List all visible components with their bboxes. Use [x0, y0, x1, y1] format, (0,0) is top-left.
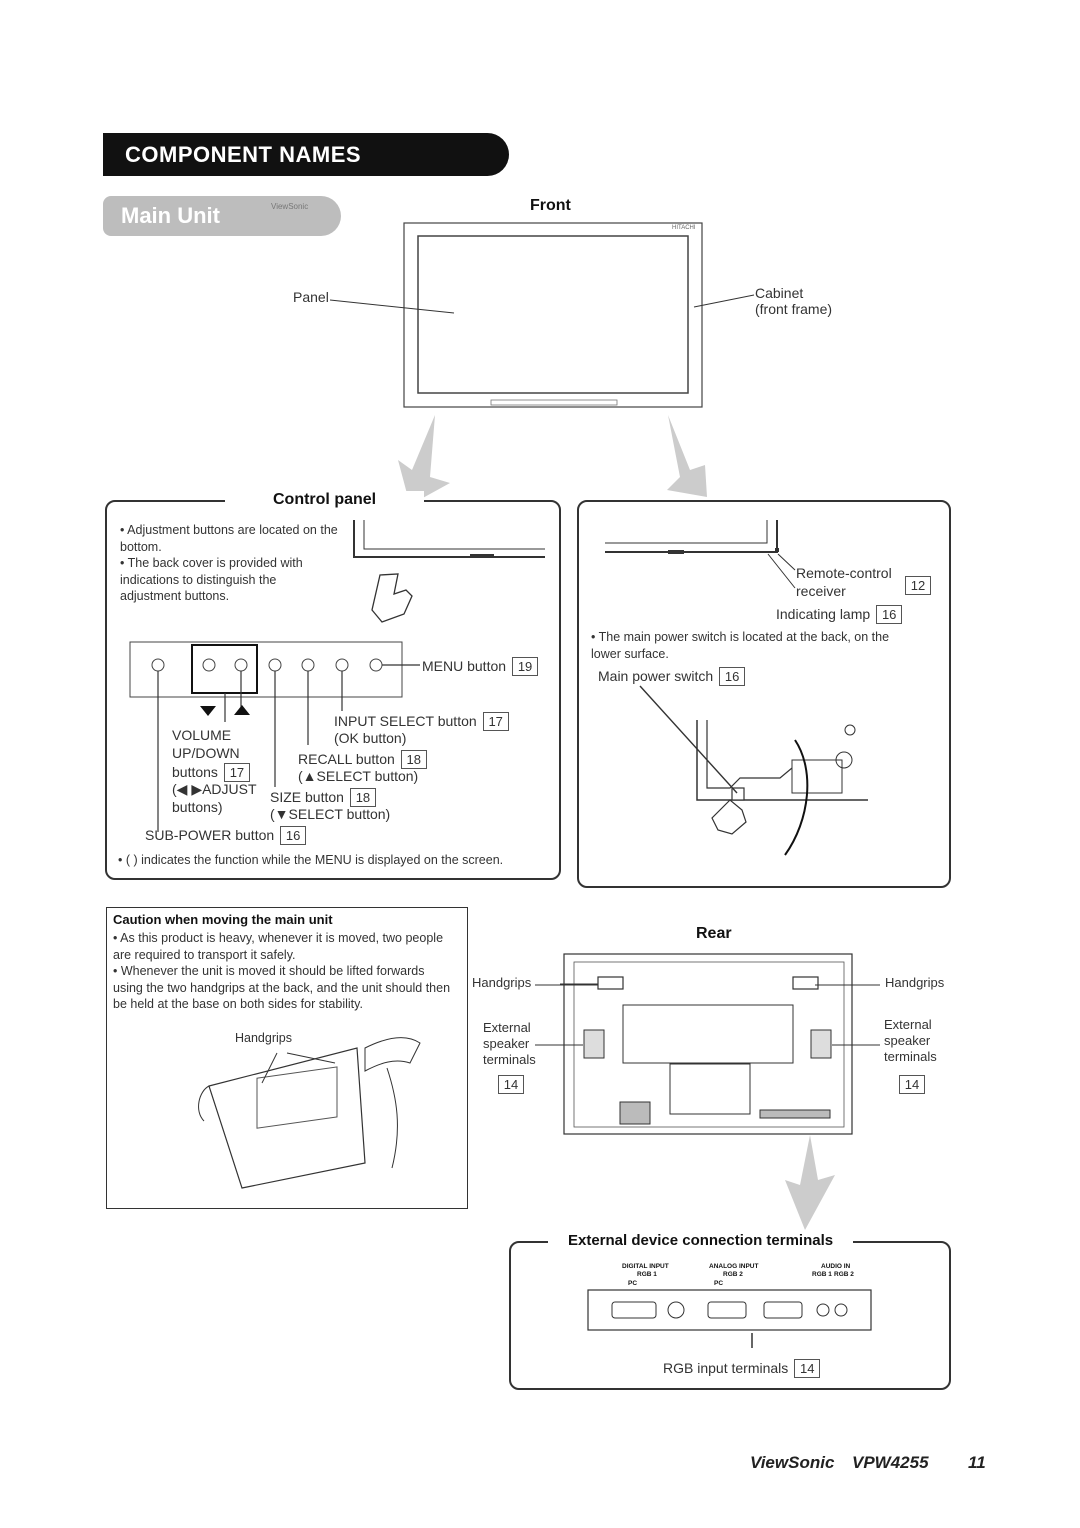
rear-handgrips-right: Handgrips: [885, 975, 945, 990]
sub-power-text: SUB-POWER button: [145, 827, 275, 843]
size-page-ref: 18: [349, 788, 376, 807]
audio-rgb2-label: RGB 2: [834, 1271, 854, 1278]
caution-bullet-1: • As this product is heavy, whenever it …: [113, 931, 444, 962]
volume-label-3: buttons 17: [172, 763, 250, 782]
menu-button-label: MENU button 19: [422, 657, 539, 676]
cabinet-label-2: (front frame): [755, 301, 833, 317]
front-brand-small: ViewSonic: [271, 202, 309, 211]
digital-input-label: DIGITAL INPUT: [622, 1263, 669, 1270]
cp-bullet-2-text: The back cover is provided with indicati…: [120, 556, 303, 603]
terminals-heading: External device connection terminals: [548, 1232, 854, 1249]
rgb-page-ref: 14: [794, 1359, 821, 1378]
ext-right-3: terminals: [884, 1049, 937, 1064]
front-corner-mark: HITACHI: [672, 225, 696, 231]
control-panel-footnote: • ( ) indicates the function while the M…: [118, 853, 504, 867]
panel-label: Panel: [293, 289, 329, 305]
rear-page-ref-left: 14: [498, 1075, 524, 1094]
indicating-lamp-label: Indicating lamp 16: [776, 605, 903, 624]
front-illustration: [329, 222, 755, 505]
volume-label-1: VOLUME: [172, 727, 232, 743]
section-title: COMPONENT NAMES: [125, 142, 362, 167]
right-panel-box: [577, 500, 951, 888]
analog-input-label: ANALOG INPUT: [709, 1263, 759, 1270]
caution-box: Caution when moving the main unit • As t…: [106, 907, 468, 1209]
cp-bullet-1-text: Adjustment buttons are located on the bo…: [120, 523, 338, 554]
recall-label: RECALL button 18: [298, 750, 427, 769]
power-switch-note: • The main power switch is located at th…: [591, 630, 890, 661]
caution-bullet-2: • Whenever the unit is moved it should b…: [113, 964, 451, 1011]
pc1-label: PC: [628, 1280, 638, 1287]
indicating-lamp-text: Indicating lamp: [776, 606, 871, 622]
rgb1-label: RGB 1: [637, 1271, 657, 1278]
footer-page-number: 11: [968, 1453, 986, 1472]
remote-page-ref: 12: [905, 576, 931, 595]
rgb-input-text: RGB input terminals: [663, 1360, 789, 1376]
right-panel-illustration: [605, 520, 868, 856]
terminals-illustration: [587, 1289, 872, 1348]
cp-bullet-1: • Adjustment buttons are located on the …: [120, 523, 338, 554]
footer-model: VPW4255: [852, 1453, 929, 1472]
audio-rgb1-label: RGB 1: [812, 1271, 832, 1278]
cabinet-label-1: Cabinet: [755, 285, 804, 301]
cp-bullet-2: • The back cover is provided with indica…: [120, 556, 303, 603]
ext-left-1: External: [483, 1020, 531, 1035]
indicating-page-ref: 16: [876, 605, 903, 624]
recall-page-ref: 18: [400, 750, 427, 769]
ext-left-2: speaker: [483, 1036, 530, 1051]
select-down-label: (▼SELECT button): [270, 806, 391, 822]
footer-brand: ViewSonic: [750, 1453, 835, 1472]
front-heading: Front: [530, 197, 571, 214]
caution-title: Caution when moving the main unit: [113, 912, 333, 927]
rear-illustration: [560, 953, 853, 1135]
recall-text: RECALL button: [298, 751, 395, 767]
input-select-page-ref: 17: [482, 712, 509, 731]
rgb2-label: RGB 2: [723, 1271, 743, 1278]
remote-label-2: receiver: [796, 583, 846, 599]
control-panel-heading: Control panel: [225, 491, 425, 509]
rear-handgrips-left: Handgrips: [472, 975, 532, 990]
subsection-title: Main Unit: [121, 203, 220, 228]
volume-label-2: UP/DOWN: [172, 745, 240, 761]
rear-arrow: [785, 1135, 835, 1230]
remote-label-1: Remote-control: [796, 565, 892, 581]
main-power-text: Main power switch: [598, 668, 714, 684]
rear-page-ref-right: 14: [899, 1075, 925, 1094]
ext-right-2: speaker: [884, 1033, 931, 1048]
moving-illustration: [198, 1037, 421, 1189]
main-power-label: Main power switch 16: [598, 667, 746, 686]
audio-in-label: AUDIO IN: [821, 1263, 851, 1270]
main-power-page-ref: 16: [719, 667, 746, 686]
volume-text: buttons: [172, 764, 218, 780]
select-up-label: (▲SELECT button): [298, 768, 419, 784]
control-panel-bullets: • Adjustment buttons are located on the …: [120, 522, 340, 605]
adjust-label-2: buttons): [172, 799, 223, 815]
caution-handgrips-label: Handgrips: [235, 1031, 292, 1045]
subsection-header: Main Unit: [103, 196, 341, 236]
input-select-text: INPUT SELECT button: [334, 713, 477, 729]
sub-power-label: SUB-POWER button 16: [145, 826, 307, 845]
caution-bullet-1-text: As this product is heavy, whenever it is…: [113, 931, 444, 962]
sub-power-page-ref: 16: [280, 826, 307, 845]
caution-bullet-2-text: Whenever the unit is moved it should be …: [113, 964, 451, 1011]
rgb-input-label: RGB input terminals 14: [663, 1359, 821, 1378]
ext-left-3: terminals: [483, 1052, 536, 1067]
caution-bullets: • As this product is heavy, whenever it …: [113, 930, 453, 1013]
rear-heading: Rear: [696, 925, 732, 942]
control-panel-illustration: [129, 520, 545, 832]
menu-button-text: MENU button: [422, 658, 507, 674]
size-text: SIZE button: [270, 789, 344, 805]
section-header: COMPONENT NAMES: [103, 133, 509, 176]
volume-page-ref: 17: [223, 763, 250, 782]
ext-right-1: External: [884, 1017, 932, 1032]
size-label: SIZE button 18: [270, 788, 376, 807]
adjust-label-1: (◀ ▶ADJUST: [172, 781, 257, 797]
menu-page-ref: 19: [512, 657, 539, 676]
input-select-label: INPUT SELECT button 17: [334, 712, 509, 731]
pc2-label: PC: [714, 1280, 724, 1287]
ok-button-label: (OK button): [334, 730, 407, 746]
rear-leader-lines: [535, 984, 880, 1046]
